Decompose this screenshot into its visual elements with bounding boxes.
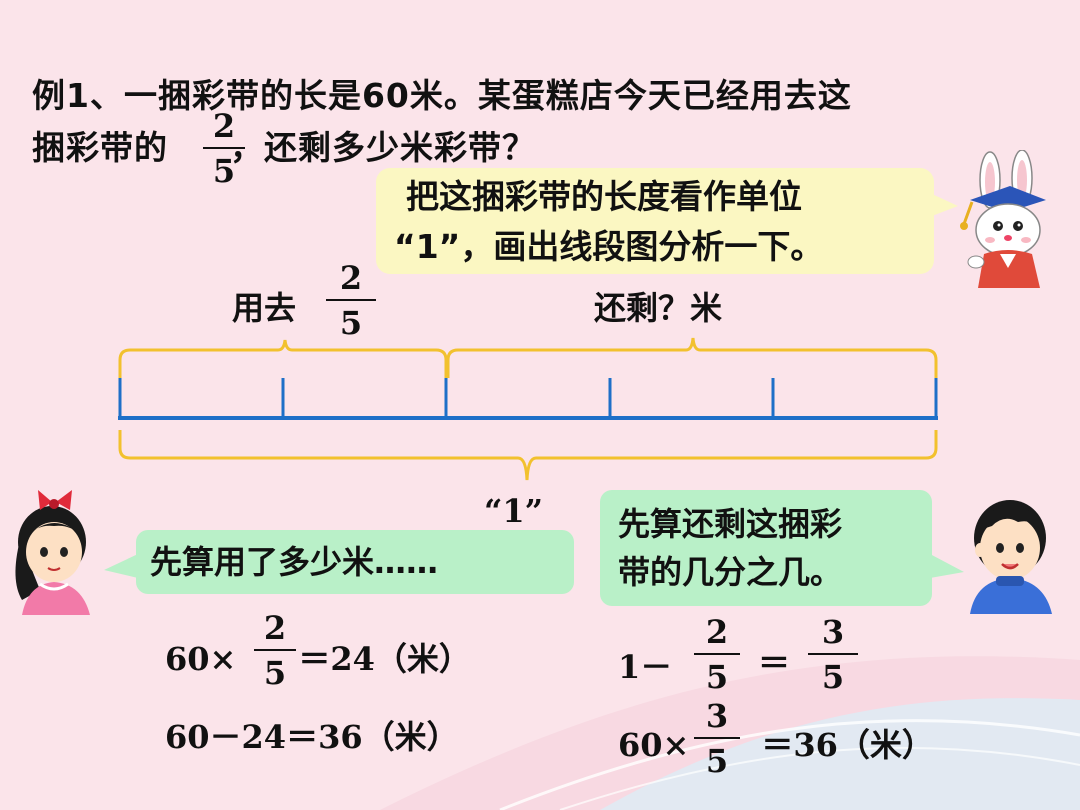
problem-fraction: 2 5 <box>203 110 245 187</box>
right-calc-r1-eq: ＝ <box>758 644 791 682</box>
right-calc-r2-unit: （米） <box>837 726 934 764</box>
girl-bubble-tail <box>104 554 138 578</box>
boy-bubble-tail <box>930 554 964 578</box>
right-calc-fraction-1-numerator: 2 <box>705 613 729 651</box>
right-calc-r2-a: 60× <box>618 726 690 764</box>
hint-line-1: 把这捆彩带的长度看作单位 <box>406 177 802 216</box>
right-calc-fraction-1: 2 5 <box>694 616 740 693</box>
rabbit-teacher-icon <box>960 150 1046 288</box>
right-calc-fraction-1-bar <box>694 653 740 655</box>
right-calc-fraction-2-bar <box>808 653 858 655</box>
problem-line-1: 例1、一捆彩带的长是60米。某蛋糕店今天已经用去这 <box>32 76 852 115</box>
right-calc-row-2: 60× ＝36（米） <box>618 720 934 766</box>
remain-label: 还剩？米 <box>594 289 723 327</box>
used-fraction-bar <box>326 299 376 301</box>
left-calc-r2-unit: （米） <box>362 718 459 756</box>
boy-speech-line-2: 带的几分之几。 <box>618 553 843 591</box>
right-calc-fraction-2: 3 5 <box>808 616 858 693</box>
boy-speech-bubble: 先算还剩这捆彩 带的几分之几。 <box>600 490 932 606</box>
used-brace <box>118 339 448 378</box>
problem-fraction-bar <box>203 147 245 149</box>
problem-statement: 例1、一捆彩带的长是60米。某蛋糕店今天已经用去这 捆彩带的 ，还剩多少米彩带？ <box>32 70 1042 174</box>
left-calc-fraction-bar <box>254 649 296 651</box>
girl-icon <box>15 490 90 615</box>
problem-line-2: 捆彩带的 ，还剩多少米彩带？ <box>32 122 1042 174</box>
right-calc-fraction-2-denominator: 5 <box>821 658 845 696</box>
hint-line-2: “1”，画出线段图分析一下。 <box>394 227 824 266</box>
problem-fraction-denominator: 5 <box>212 152 236 190</box>
used-fraction: 2 5 <box>326 262 376 339</box>
left-calc-r1-unit: （米） <box>374 640 471 678</box>
used-fraction-denominator: 5 <box>339 304 363 342</box>
used-fraction-numerator: 2 <box>339 259 363 297</box>
left-calc-fraction-numerator: 2 <box>263 609 287 647</box>
problem-fraction-numerator: 2 <box>212 107 236 145</box>
hint-bubble-tail <box>932 194 958 216</box>
problem-line-2-suffix: ，还剩多少米彩带？ <box>230 128 536 167</box>
boy-icon <box>970 500 1052 614</box>
right-calc-r2-b: ＝36 <box>761 726 838 764</box>
left-calc-fraction: 2 5 <box>254 612 296 689</box>
whole-brace <box>118 430 938 481</box>
left-calc-r1-a: 60× <box>165 640 237 678</box>
remain-brace <box>446 337 938 378</box>
used-label: 用去 <box>232 289 297 327</box>
right-calc-fraction-2-numerator: 3 <box>821 613 845 651</box>
whole-label: “1” <box>484 492 544 530</box>
boy-speech-line-1: 先算还剩这捆彩 <box>618 505 843 543</box>
girl-speech-bubble: 先算用了多少米…… <box>136 530 574 594</box>
left-calc-fraction-denominator: 5 <box>263 654 287 692</box>
left-calc-r2-a: 60－24＝36 <box>165 718 363 756</box>
right-calc-r1-a: 1－ <box>618 648 673 686</box>
line-segment-diagram <box>118 337 938 481</box>
problem-line-2-prefix: 捆彩带的 <box>32 128 168 167</box>
left-calc-r1-b: ＝24 <box>298 640 375 678</box>
right-calc-fraction-1-denominator: 5 <box>705 658 729 696</box>
right-calc-fraction-3-numerator: 3 <box>705 697 729 735</box>
left-calc-row-2: 60－24＝36（米） <box>165 712 459 758</box>
left-calc-row-1: 60× ＝24（米） <box>165 634 471 680</box>
right-calc-fraction-3: 3 5 <box>694 700 740 777</box>
hint-bubble: 把这捆彩带的长度看作单位 “1”，画出线段图分析一下。 <box>376 168 934 274</box>
girl-speech-text: 先算用了多少米…… <box>150 543 439 581</box>
right-calc-fraction-3-denominator: 5 <box>705 742 729 780</box>
right-calc-fraction-3-bar <box>694 737 740 739</box>
